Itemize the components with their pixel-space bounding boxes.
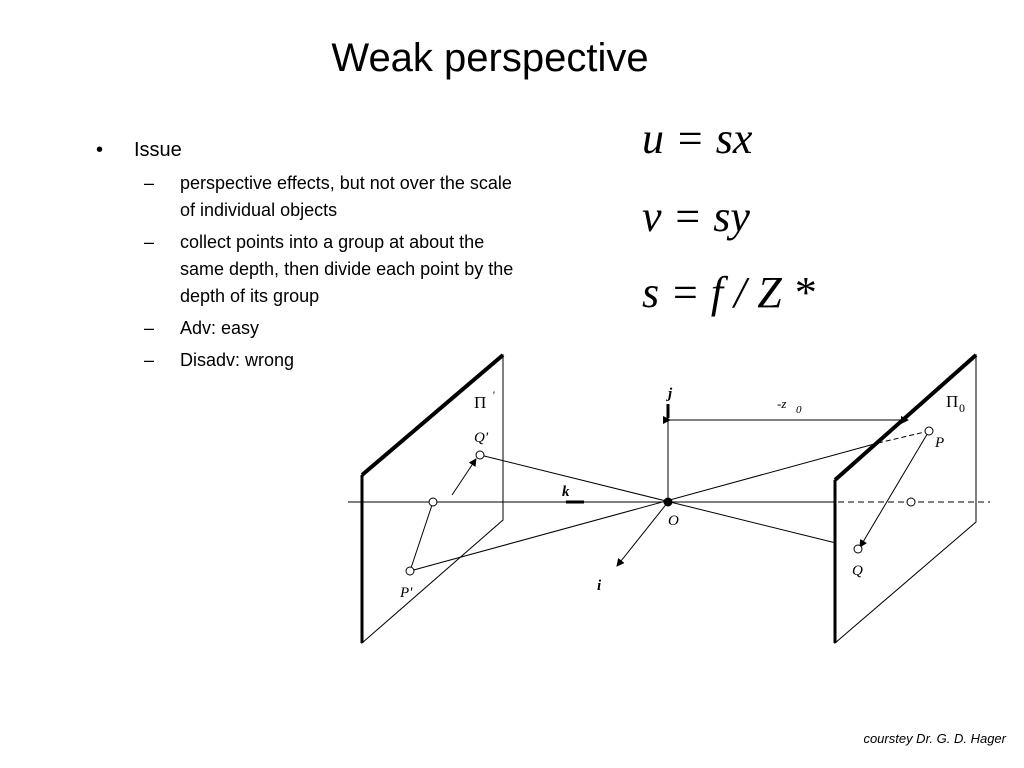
label-z: -z xyxy=(777,396,786,411)
point-p xyxy=(924,426,934,436)
equation-u: u = sx xyxy=(642,114,753,163)
sub-bullet-text: collect points into a group at about the… xyxy=(180,232,514,306)
ray-p xyxy=(409,442,879,572)
dash-marker: – xyxy=(144,350,155,370)
dash-marker: – xyxy=(144,318,155,338)
label-o: O xyxy=(668,513,679,529)
label-j: j xyxy=(666,386,673,402)
label-k: k xyxy=(562,484,570,500)
point-o xyxy=(663,497,673,507)
dash-marker: – xyxy=(144,232,155,252)
point-q xyxy=(853,544,863,554)
bullet-issue: • Issue xyxy=(96,138,516,162)
label-p-prime: P' xyxy=(399,585,413,601)
equation-v: v = sy xyxy=(642,192,750,241)
segment-pq xyxy=(859,430,930,548)
point-p-prime xyxy=(405,566,415,576)
label-q-prime: Q' xyxy=(474,430,489,446)
sub-bullet-text: Adv: easy xyxy=(180,318,260,338)
bullet-marker: • xyxy=(96,139,104,161)
label-pi-left-sup: ' xyxy=(492,388,495,402)
label-pi-right: Π xyxy=(946,392,958,411)
label-z-sub: 0 xyxy=(796,404,802,416)
image-plane-left-top-edge xyxy=(360,353,505,477)
label-pi-left: Π xyxy=(474,393,486,412)
sub-bullet: – Disadv: wrong xyxy=(96,347,516,374)
ray-q xyxy=(479,454,837,544)
label-pi-right-sub: 0 xyxy=(959,401,965,415)
dash-marker: – xyxy=(144,173,155,193)
sub-bullet: – Adv: easy xyxy=(96,315,516,342)
sub-bullet-list: – perspective effects, but not over the s… xyxy=(96,170,516,374)
credit-text: courstey Dr. G. D. Hager xyxy=(863,731,1006,746)
segment-p-prime-q-prime xyxy=(409,501,434,572)
sub-bullet-text: perspective effects, but not over the sc… xyxy=(180,173,512,220)
point-left-center xyxy=(428,497,438,507)
sub-bullet-text: Disadv: wrong xyxy=(180,350,295,370)
slide-title: Weak perspective xyxy=(331,36,649,80)
arrow-to-q-prime xyxy=(451,458,477,496)
point-q-prime xyxy=(475,450,485,460)
i-axis xyxy=(616,501,669,567)
equation-s: s = f / Z * xyxy=(642,268,815,317)
label-q: Q xyxy=(852,563,863,579)
bullet-list: • Issue – perspective effects, but not ov… xyxy=(96,138,516,379)
sub-bullet: – collect points into a group at about th… xyxy=(96,229,516,310)
bullet-text: Issue xyxy=(134,139,182,161)
label-p: P xyxy=(934,435,944,451)
label-i: i xyxy=(597,578,602,594)
sub-bullet: – perspective effects, but not over the s… xyxy=(96,170,516,224)
point-right-center xyxy=(906,497,916,507)
object-plane-right-top-edge xyxy=(833,353,978,482)
ray-p-dashed xyxy=(877,430,930,444)
